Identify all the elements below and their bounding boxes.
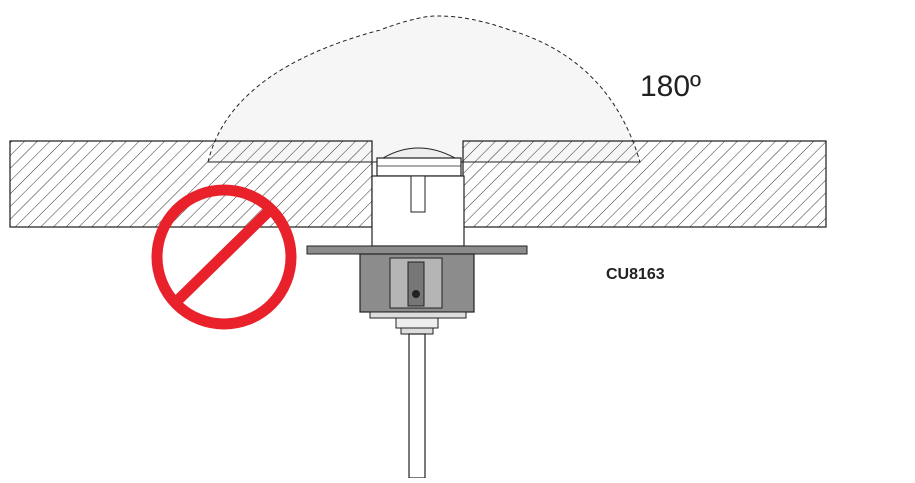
coverage-dome bbox=[207, 15, 641, 163]
sensor-bezel bbox=[376, 157, 462, 177]
cable bbox=[408, 333, 426, 479]
angle-label: 180º bbox=[640, 70, 702, 103]
ceiling-slab-right bbox=[462, 140, 827, 228]
mounting-plate bbox=[306, 245, 528, 255]
ceiling-slab-left bbox=[9, 140, 373, 228]
no-symbol-icon bbox=[151, 184, 297, 330]
model-label: CU8163 bbox=[606, 266, 665, 283]
cable-gland bbox=[395, 317, 439, 329]
